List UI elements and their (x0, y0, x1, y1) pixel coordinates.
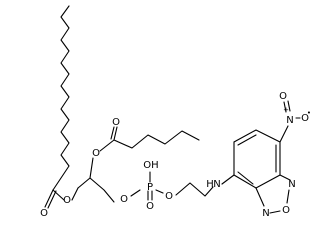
phosphorus-label: P (147, 182, 153, 193)
glycerol-backbone (77, 177, 115, 203)
ring-o-label: O (282, 205, 290, 216)
o-glycerol-phosphate-label: O (120, 194, 128, 205)
amine-ring-bond (221, 174, 235, 185)
ethyl-linker (175, 182, 214, 197)
amine-h-label: H (206, 179, 214, 190)
nitro-plus-label: + (283, 106, 289, 114)
oxadiazole-c-n-top (279, 174, 291, 181)
nitro-o-double-label: O (279, 91, 287, 102)
ester1-o-glycerol-bond (71, 187, 79, 201)
o-ester1-bridge-label: O (63, 195, 71, 206)
glycerol-to-o-ester2 (89, 157, 94, 179)
ester2-o-to-c (99, 139, 115, 152)
o-phosphate-ethyl-label: O (165, 191, 173, 202)
nitro-o-double-bond (283, 101, 287, 113)
nitro-n-label: N (286, 115, 293, 126)
o-phosphate-double-label: O (146, 201, 154, 212)
molecule-structure-diagram: O O O O O P OH O O N H N + O O • N O N (40, 5, 311, 219)
o-to-phosphorus-bond (130, 189, 141, 197)
o-ester2-carbonyl-label: O (112, 117, 120, 128)
ester2-carbonyl-bond (113, 126, 118, 141)
ester2-carbonyl-bond-2 (110, 126, 115, 140)
ring-n-bottom-label: N (262, 208, 269, 219)
oxadiazole-n-o-top (286, 189, 290, 204)
nitro-o-single-label: O (301, 113, 309, 124)
nitro-bond (279, 125, 289, 143)
oh-phosphate-label: OH (143, 160, 158, 171)
benzene-inner-bond-3 (237, 171, 254, 185)
hexanoyl-chain (113, 130, 200, 149)
ester1-carbonyl-bond (44, 189, 54, 208)
ester1-carbonyl-bond-2 (47, 190, 57, 209)
o-ester2-bridge-label: O (92, 148, 100, 159)
oxadiazole-c-n-bottom (255, 187, 265, 207)
oxadiazole-n-o-bottom (269, 210, 281, 214)
palmitoyl-chain (52, 5, 70, 191)
nitro-o-double-bond-2 (287, 100, 291, 112)
phosphorus-o-ethyl-bond (155, 189, 164, 194)
ring-n-top-label: N (288, 179, 295, 190)
nitro-o-radical-label: • (307, 109, 311, 117)
amine-n-label: N (213, 179, 220, 190)
benzene-inner-bond-1 (237, 134, 257, 146)
benzene-ring (233, 129, 281, 189)
ester1-o-bond (52, 189, 65, 201)
o-ester1-carbonyl-label: O (40, 208, 48, 219)
